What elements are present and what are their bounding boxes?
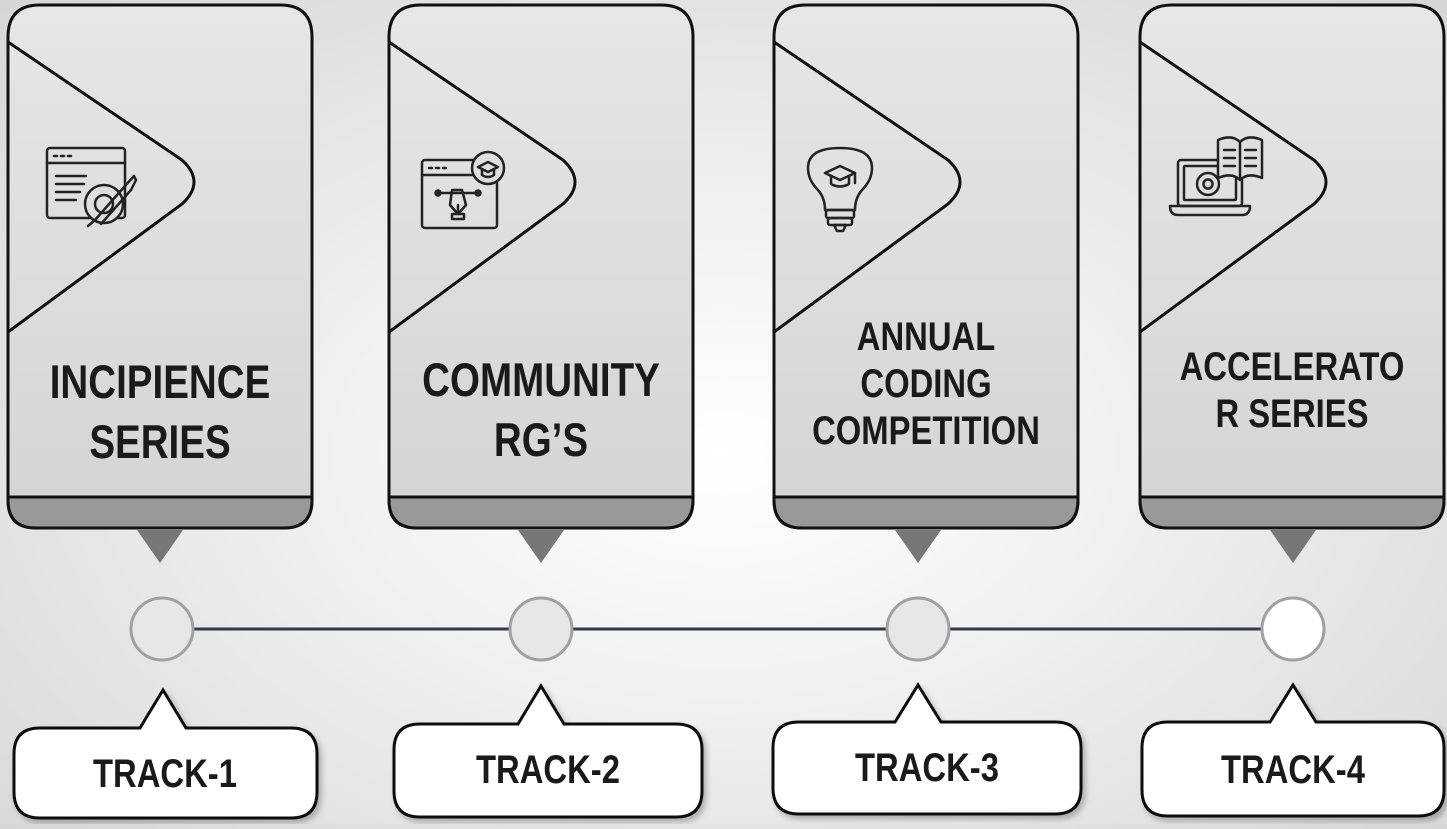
track-title-line: ANNUAL	[856, 315, 996, 359]
card-play-triangle	[1139, 40, 1328, 334]
track-title-line: COMPETITION	[812, 409, 1040, 453]
track-card-4	[1138, 3, 1446, 563]
card-pointer	[895, 530, 941, 563]
timeline-node-4	[1260, 596, 1326, 662]
track-title-line: CODING	[860, 362, 992, 406]
track-callout-1	[12, 687, 319, 820]
track-callout-2	[392, 683, 704, 819]
web-settings-icon	[45, 146, 138, 228]
timeline-node-1	[129, 596, 195, 662]
card-play-triangle	[773, 40, 962, 334]
track-card-2	[387, 3, 695, 563]
track-card-1	[6, 3, 314, 563]
laptop-book-settings-icon	[1168, 136, 1264, 217]
card-pointer	[518, 530, 564, 563]
track-card-3	[772, 3, 1080, 563]
card-bottom-band	[772, 495, 1080, 530]
track-title-line: R SERIES	[1215, 392, 1369, 436]
timeline-node-2	[508, 596, 574, 662]
track-label-2: TRACK-2	[476, 748, 620, 792]
track-label-1: TRACK-1	[93, 752, 237, 796]
lightbulb-graduation-icon	[806, 146, 874, 233]
track-title-line: ACCELERATO	[1179, 345, 1405, 389]
track-title-1: INCIPIENCE SERIES	[37, 352, 283, 472]
track-title-4: ACCELERATO R SERIES	[1169, 344, 1415, 438]
card-play-triangle	[388, 40, 577, 334]
card-pointer	[1270, 530, 1316, 563]
card-pointer	[137, 530, 183, 563]
track-label-4: TRACK-4	[1221, 748, 1365, 792]
track-title-line: RG’S	[493, 413, 589, 466]
timeline-node-3	[885, 596, 951, 662]
track-title-3: ANNUAL CODING COMPETITION	[803, 314, 1049, 455]
track-label-3: TRACK-3	[855, 746, 999, 790]
web-design-graduation-icon	[420, 150, 506, 230]
card-bottom-band	[387, 495, 695, 530]
track-title-line: SERIES	[89, 415, 231, 468]
track-callout-3	[771, 682, 1083, 816]
card-bottom-band	[1138, 495, 1446, 530]
card-bottom-band	[6, 495, 314, 530]
card-frame	[1138, 3, 1446, 530]
track-callout-4	[1140, 682, 1446, 818]
track-title-2: COMMUNITY RG’S	[418, 350, 664, 470]
track-title-line: COMMUNITY	[422, 353, 660, 406]
card-play-triangle	[7, 40, 196, 334]
track-title-line: INCIPIENCE	[49, 355, 271, 408]
